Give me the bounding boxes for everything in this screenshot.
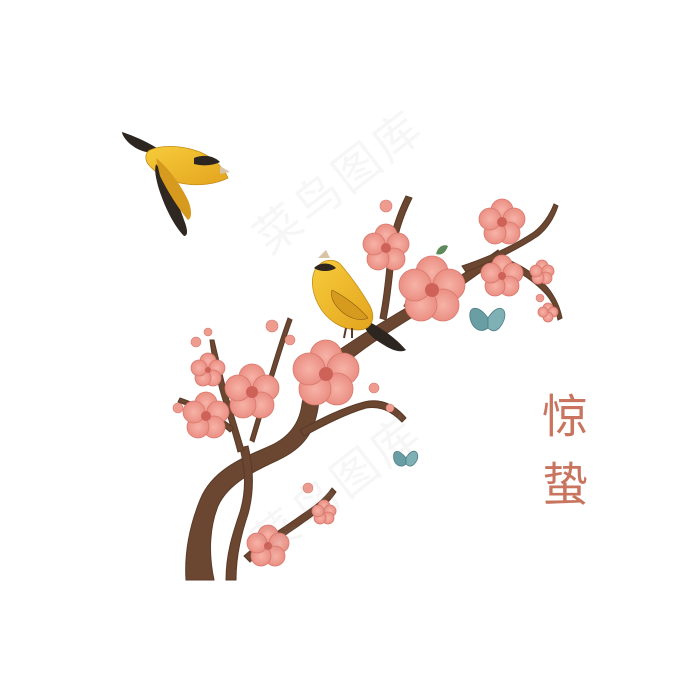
caption-jingzhe: 惊蛰 bbox=[535, 392, 589, 528]
blossom-4 bbox=[480, 254, 524, 297]
plum-blossoms bbox=[172, 198, 559, 567]
blossom-5 bbox=[529, 259, 555, 285]
blossom-buds bbox=[172, 199, 545, 494]
blossom-3 bbox=[478, 198, 526, 245]
blossom-12 bbox=[311, 499, 337, 525]
butterfly-lower bbox=[393, 450, 419, 467]
butterfly-upper bbox=[469, 307, 506, 332]
blossom-7 bbox=[292, 339, 360, 406]
blossom-10 bbox=[190, 352, 226, 387]
blossom-2 bbox=[398, 255, 466, 322]
blossom-1 bbox=[362, 223, 410, 271]
blossom-9 bbox=[182, 391, 230, 439]
perched-oriole bbox=[312, 250, 406, 352]
blossom-8 bbox=[224, 363, 280, 419]
blossom-11 bbox=[246, 524, 290, 567]
blossom-6 bbox=[537, 302, 559, 323]
leaf bbox=[436, 245, 448, 255]
flying-oriole bbox=[122, 132, 230, 236]
